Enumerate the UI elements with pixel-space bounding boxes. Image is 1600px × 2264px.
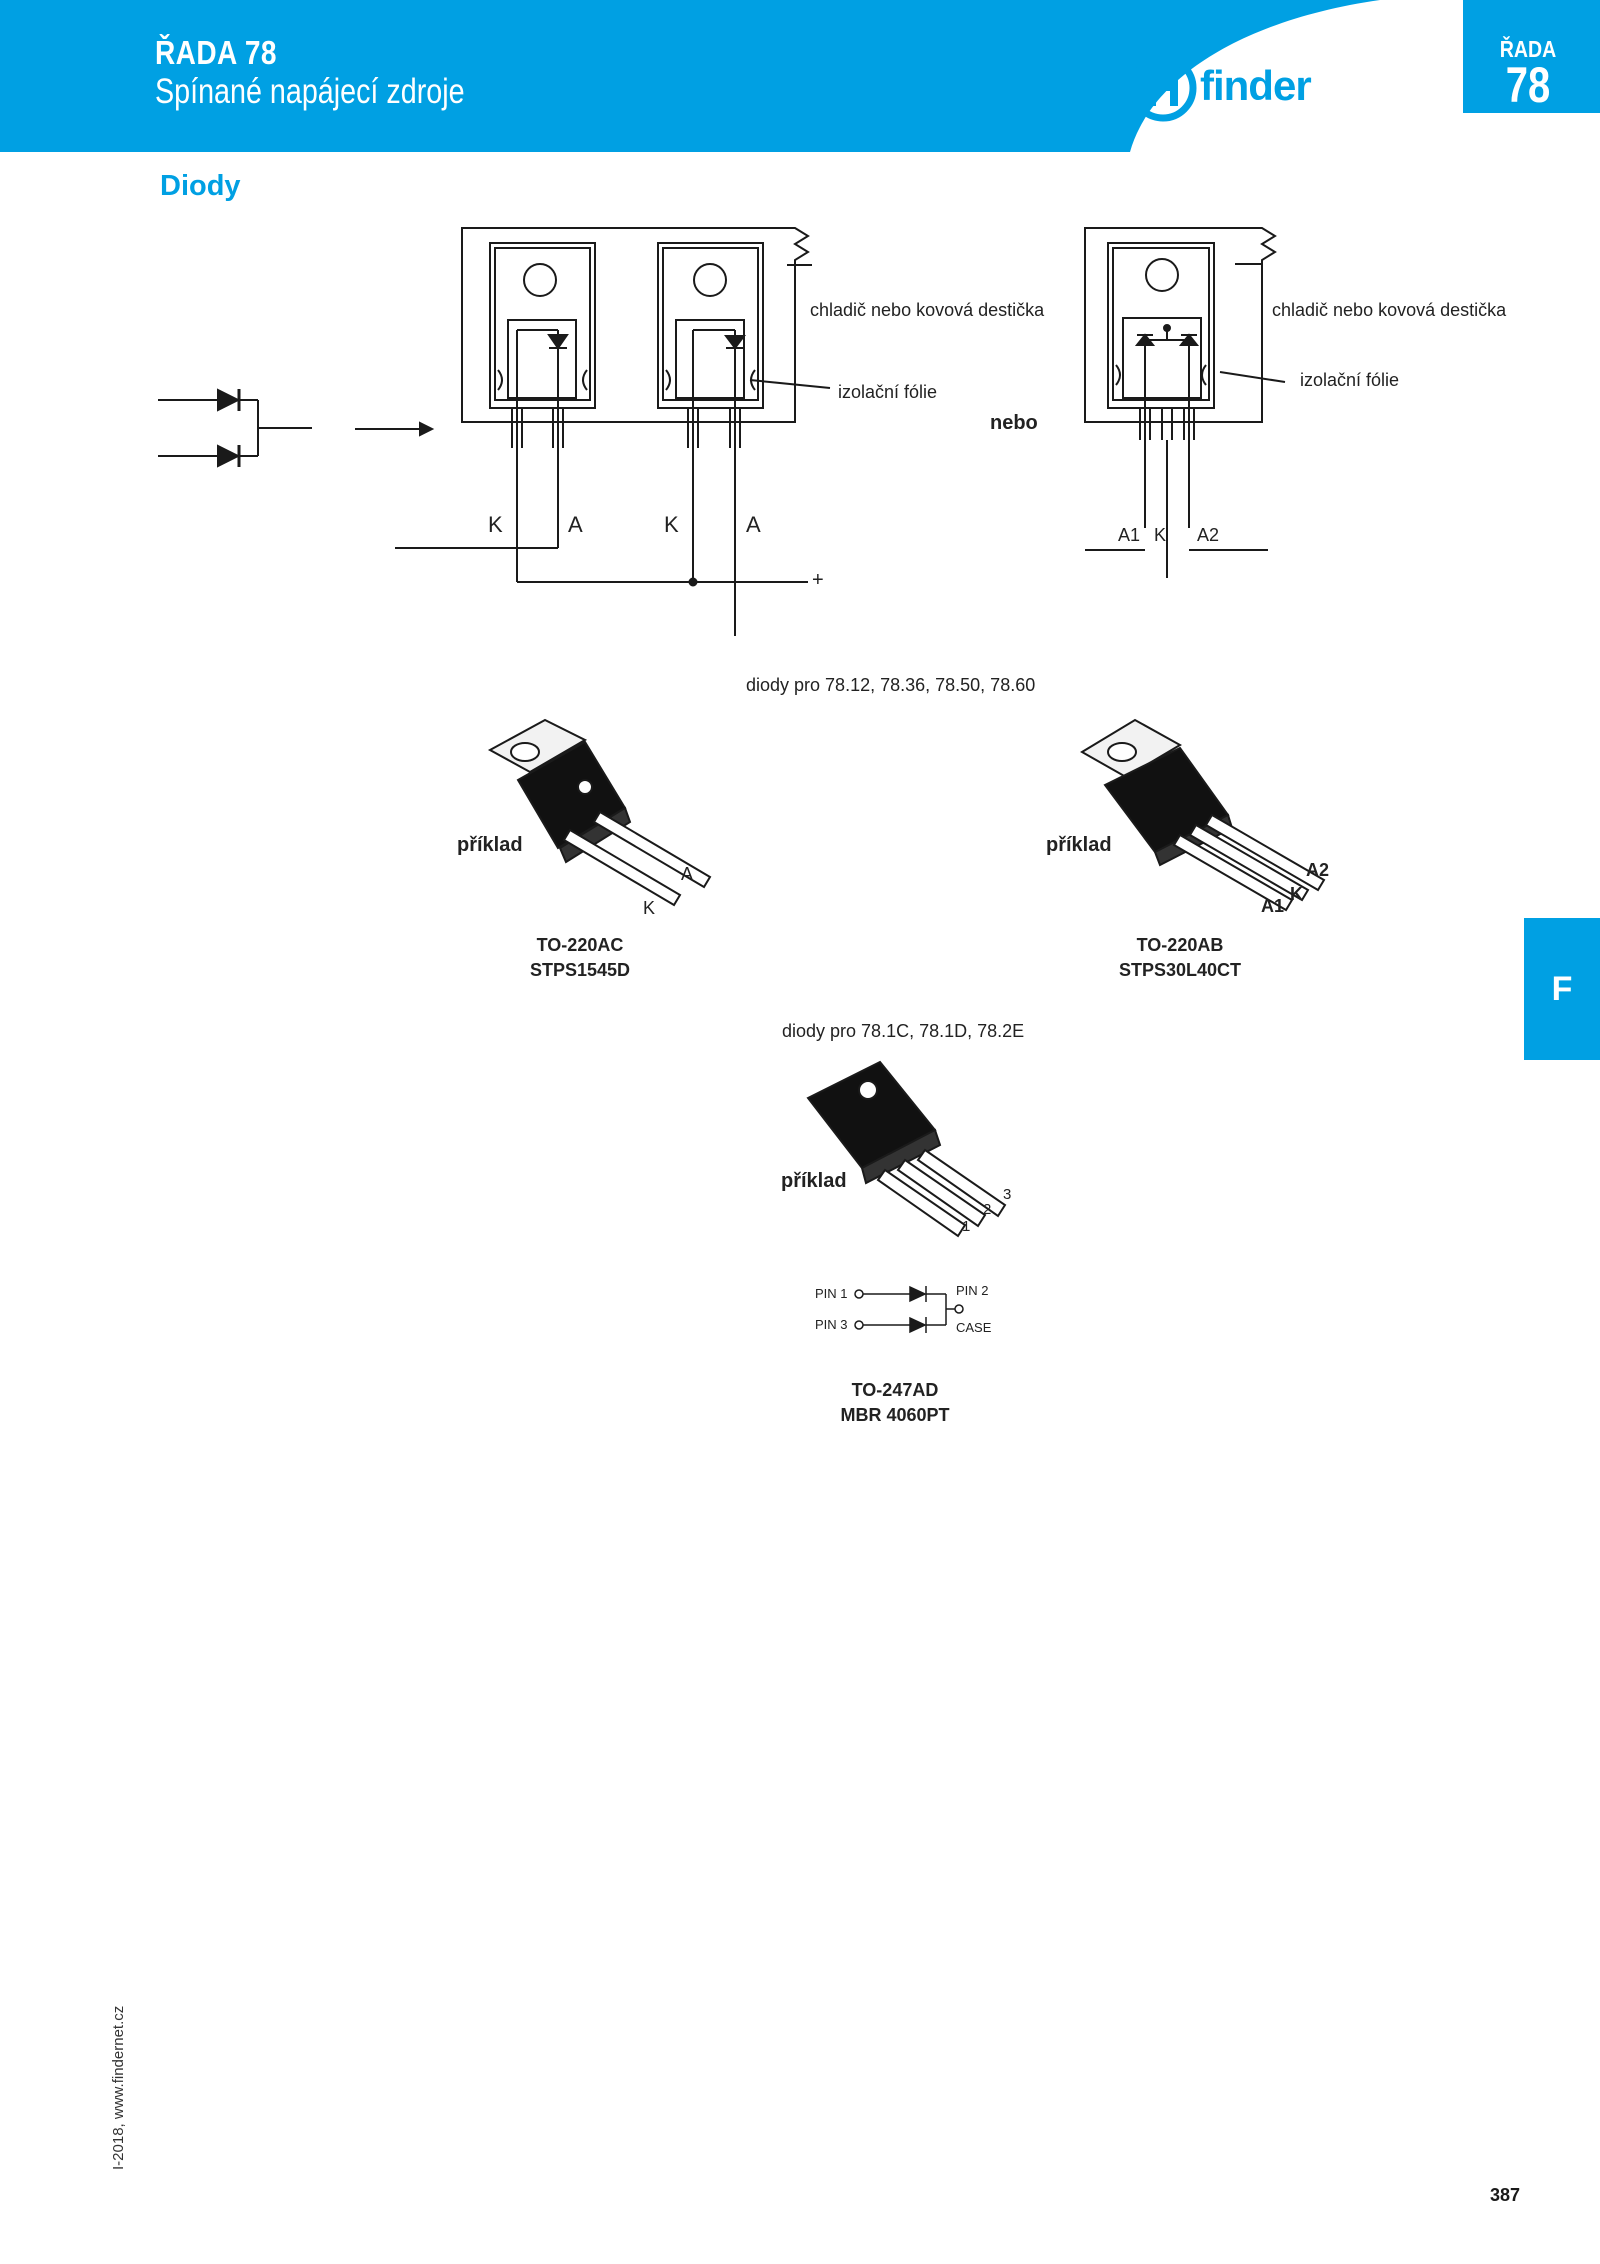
to220ab-pin-a1: A1 <box>1261 896 1285 916</box>
pin-k: K <box>1154 525 1167 545</box>
example-label-right: příklad <box>1046 834 1112 856</box>
to247-pin-2: 2 <box>983 1201 992 1218</box>
heatsink-label-left: chladič nebo kovová destička <box>810 300 1045 320</box>
to220ab-package <box>1107 242 1215 578</box>
series-tab-number: 78 <box>1505 57 1551 113</box>
pin-a1: A1 <box>1118 525 1141 545</box>
to247-part: MBR 4060PT <box>840 1405 950 1425</box>
footer-edition: I-2018, www.findernet.cz <box>110 2005 127 2170</box>
group2-caption: diody pro 78.1C, 78.1D, 78.2E <box>782 1021 1025 1041</box>
arrow-icon <box>355 421 435 437</box>
to247-package: TO-247AD <box>851 1380 939 1400</box>
to247-photo <box>806 1060 1007 1238</box>
insulation-label-right: izolační fólie <box>1300 370 1400 390</box>
to220-package-1 <box>489 242 596 570</box>
schematic-pin1: PIN 1 <box>815 1286 848 1301</box>
header-title: ŘADA 78 <box>155 34 277 71</box>
to220ab-photo <box>1080 718 1326 912</box>
to220ac-part: STPS1545D <box>529 960 631 980</box>
example-label-left: příklad <box>457 834 523 856</box>
pin-a-1: A <box>568 512 583 537</box>
finder-logo-icon <box>1129 54 1197 122</box>
to247-pin-3: 3 <box>1003 1186 1012 1203</box>
schematic-pin3: PIN 3 <box>815 1317 848 1332</box>
to220ab-package: TO-220AB <box>1136 935 1224 955</box>
header-subtitle: Spínané napájecí zdroje <box>155 72 465 111</box>
parallel-diode-symbol <box>158 388 312 468</box>
to220ac-pin-k: K <box>643 898 656 918</box>
to220ab-pin-a2: A2 <box>1306 860 1330 880</box>
pin-k-1: K <box>488 512 503 537</box>
schematic-pin2: PIN 2 <box>956 1283 989 1298</box>
insulation-label-left: izolační fólie <box>838 382 938 402</box>
pin-k-2: K <box>664 512 679 537</box>
schematic-case: CASE <box>956 1320 992 1335</box>
section-tab <box>1524 918 1600 1060</box>
to247-schematic <box>854 1285 964 1334</box>
example-label-center: příklad <box>781 1170 847 1192</box>
header-band <box>0 0 1600 160</box>
to220ab-pin-k: K <box>1290 884 1303 904</box>
to220-package-2 <box>657 242 764 636</box>
to220ac-pin-a: A <box>681 864 694 884</box>
pin-a-2: A <box>746 512 761 537</box>
heatsink-label-right: chladič nebo kovová destička <box>1272 300 1507 320</box>
to247-pin-1: 1 <box>962 1218 971 1235</box>
to220ac-photo <box>487 718 712 907</box>
plus-label: + <box>812 569 824 591</box>
to220ab-part: STPS30L40CT <box>1118 960 1242 980</box>
page-number: 387 <box>1490 2185 1521 2205</box>
pin-a2: A2 <box>1197 525 1220 545</box>
brand-wordmark: finder <box>1200 62 1312 109</box>
section-title: Diody <box>160 170 241 202</box>
heatsink-plate-left <box>461 227 810 423</box>
or-label: nebo <box>990 412 1038 434</box>
section-tab-letter: F <box>1551 970 1573 1008</box>
group1-caption: diody pro 78.12, 78.36, 78.50, 78.60 <box>746 675 1036 695</box>
to220ac-package: TO-220AC <box>536 935 624 955</box>
series-tab-label: ŘADA <box>1499 36 1557 62</box>
